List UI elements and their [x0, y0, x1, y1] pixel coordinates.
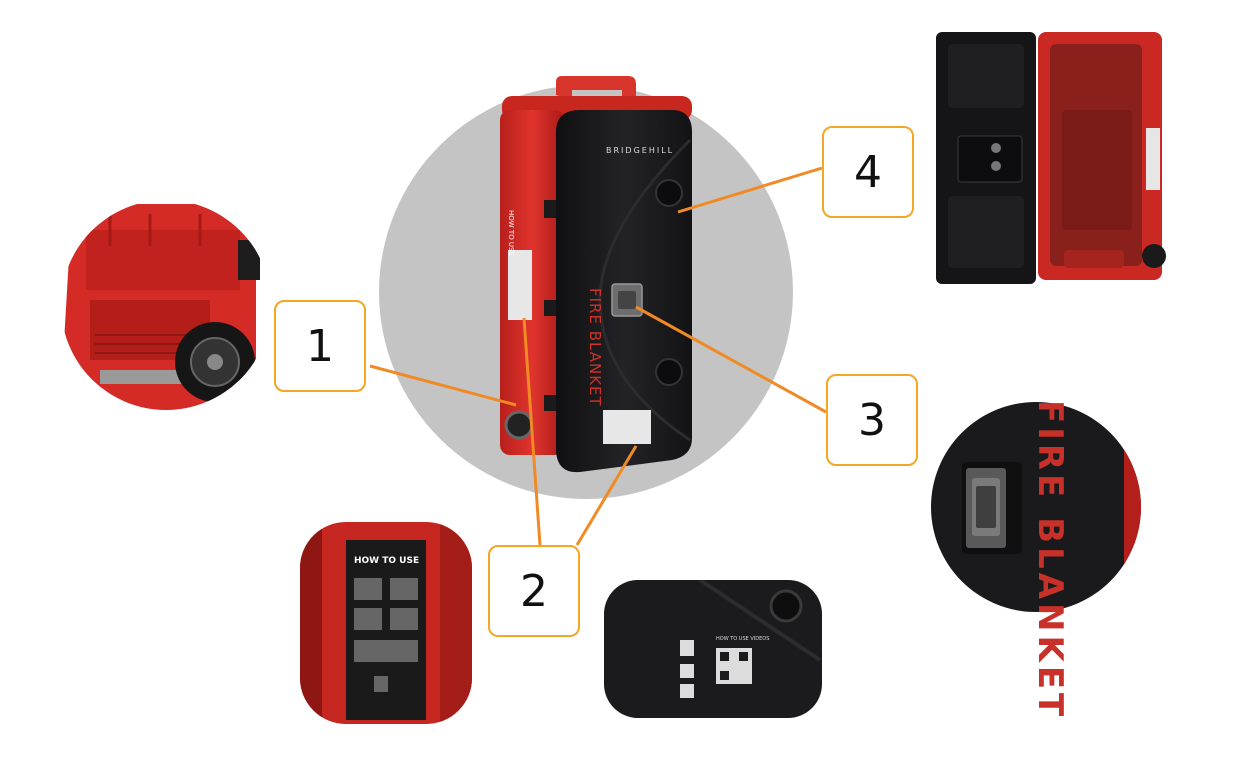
fire-blanket-cabinet: [500, 76, 692, 473]
callout-4-number: 4: [854, 146, 882, 198]
callout-3-number: 3: [858, 394, 886, 446]
how-to-use-label-title: HOW TO USE: [354, 556, 420, 566]
brand-logo-text: BRIDGEHILL: [606, 146, 675, 155]
leader-lines: [369, 166, 827, 546]
callout-1-number: 1: [306, 320, 334, 372]
callout-1: 1: [274, 300, 366, 392]
label-detail-photo: [300, 522, 472, 724]
wheel-detail-photo: [61, 200, 271, 410]
callout-2-number: 2: [520, 565, 548, 617]
how-to-use-small-label: HOW TO USE: [507, 210, 515, 256]
qr-label-title: HOW TO USE VIDEOS: [716, 636, 770, 642]
callout-3: 3: [826, 374, 918, 466]
fire-blanket-text: FIRE BLANKET: [586, 288, 604, 407]
open-cabinet-photo: [936, 32, 1166, 284]
latch-fire-blanket-text: FIRE BLANKET: [1030, 400, 1070, 721]
qr-detail-photo: [604, 580, 822, 718]
callout-4: 4: [822, 126, 914, 218]
callout-2: 2: [488, 545, 580, 637]
